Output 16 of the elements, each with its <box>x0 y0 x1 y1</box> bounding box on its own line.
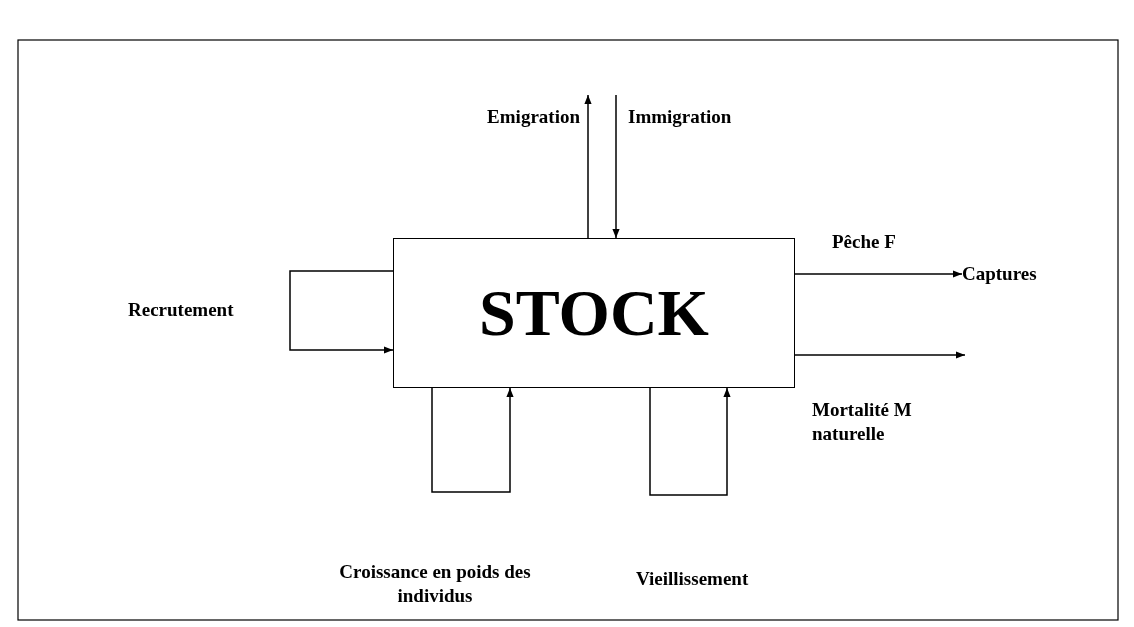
loop-arrow <box>289 270 394 354</box>
arrow <box>612 94 620 239</box>
stock-box: STOCK <box>393 238 795 388</box>
loop-arrow <box>431 387 514 493</box>
edge-label: Vieillissement <box>636 567 750 591</box>
arrow <box>584 94 592 239</box>
edge-label: Croissance en poids des individus <box>338 560 532 608</box>
arrow <box>794 351 966 359</box>
node-label: Captures <box>962 260 1072 288</box>
arrow <box>794 270 963 278</box>
loop-arrow <box>649 387 731 496</box>
edge-label: Immigration <box>628 105 733 129</box>
edge-label: Emigration <box>486 105 580 129</box>
edge-label: Pêche F <box>832 230 897 254</box>
edge-label: Mortalité M naturelle <box>812 398 913 446</box>
edge-label: Recrutement <box>128 298 235 322</box>
